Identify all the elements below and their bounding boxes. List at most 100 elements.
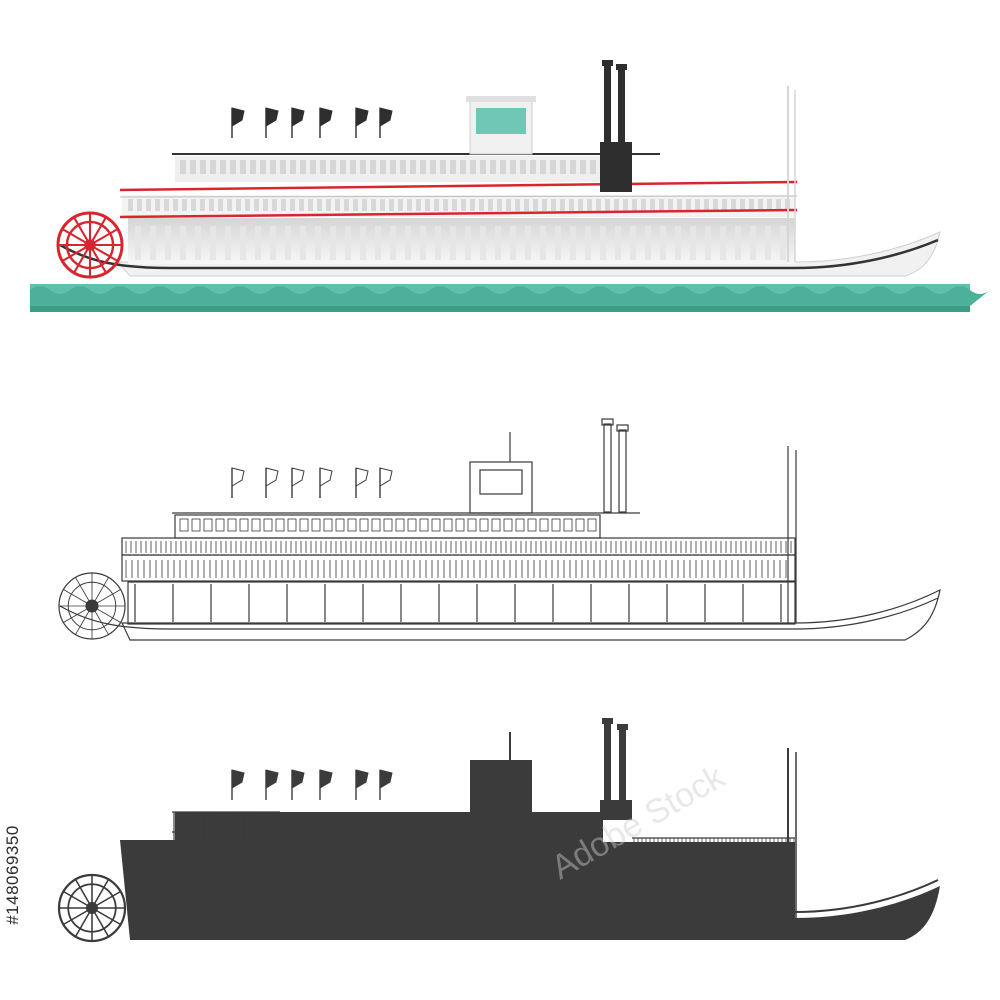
wheel-spoke [73, 244, 91, 274]
window [300, 160, 306, 174]
window [677, 199, 682, 211]
window [443, 518, 453, 532]
main-deck [128, 218, 795, 264]
texas-deck-windows [180, 160, 596, 174]
window [380, 199, 385, 211]
wheel-spoke [73, 216, 91, 246]
window [470, 199, 475, 211]
window [218, 199, 223, 211]
stock-id-text: #148069350 [3, 825, 23, 925]
wheel-spoke [75, 577, 93, 607]
window [614, 199, 619, 211]
window [389, 199, 394, 211]
flag-icon [355, 107, 369, 138]
column [540, 226, 546, 260]
window [164, 199, 169, 211]
column [300, 226, 306, 260]
column [375, 226, 381, 260]
window [347, 518, 357, 532]
outline-upper-deck [121, 537, 796, 556]
wheel-spoke [91, 605, 121, 623]
window [270, 160, 276, 174]
window [551, 199, 556, 211]
window [419, 518, 429, 532]
smokestack-icon [600, 60, 632, 192]
window [344, 199, 349, 211]
window [179, 518, 189, 532]
flag-icon [231, 769, 245, 800]
window [335, 199, 340, 211]
column [780, 226, 786, 260]
window [180, 160, 186, 174]
window [353, 199, 358, 211]
window [137, 199, 142, 211]
flag-icon [379, 107, 393, 138]
window [668, 199, 673, 211]
window [515, 518, 525, 532]
window [410, 160, 416, 174]
window [310, 160, 316, 174]
flag-icon [319, 769, 333, 800]
flag-icon [355, 467, 369, 498]
wheel-spoke [91, 589, 121, 607]
window [431, 518, 441, 532]
texas-deck [175, 156, 600, 182]
window [290, 199, 295, 211]
window [524, 199, 529, 211]
wheel-spoke [91, 605, 109, 635]
window [560, 199, 565, 211]
outline-main-deck [127, 581, 796, 625]
window [460, 160, 466, 174]
window [335, 518, 345, 532]
window [434, 199, 439, 211]
outline-main-columns [134, 584, 782, 622]
window [359, 518, 369, 532]
window [440, 160, 446, 174]
outline-hull [121, 588, 941, 641]
column [570, 226, 576, 260]
window [596, 199, 601, 211]
window [570, 160, 576, 174]
window [605, 199, 610, 211]
window [704, 199, 709, 211]
window [425, 199, 430, 211]
window [695, 199, 700, 211]
wheel-spoke [89, 216, 107, 246]
wheel-spoke [63, 589, 93, 607]
window [722, 199, 727, 211]
window [510, 160, 516, 174]
column [465, 226, 471, 260]
wheel-spoke [63, 605, 93, 623]
window [311, 518, 321, 532]
window [260, 160, 266, 174]
column [720, 226, 726, 260]
flag-icon [231, 107, 245, 138]
window [479, 518, 489, 532]
window [455, 518, 465, 532]
flags [231, 769, 393, 800]
window [527, 518, 537, 532]
window [203, 518, 213, 532]
window [317, 199, 322, 211]
pilot-house-window [476, 108, 526, 134]
wheel-spoke [91, 890, 121, 909]
window [569, 199, 574, 211]
window [587, 518, 597, 532]
window [398, 199, 403, 211]
column [420, 226, 426, 260]
flag-icon [291, 107, 305, 138]
red-trim-lower [119, 208, 798, 219]
window [281, 199, 286, 211]
window [215, 518, 225, 532]
flag-icon [265, 467, 279, 498]
window [500, 160, 506, 174]
window [749, 199, 754, 211]
column [510, 226, 516, 260]
window [776, 199, 781, 211]
window [263, 518, 273, 532]
flag-icon [265, 107, 279, 138]
silhouette-body [120, 760, 940, 940]
window [539, 518, 549, 532]
window [713, 199, 718, 211]
